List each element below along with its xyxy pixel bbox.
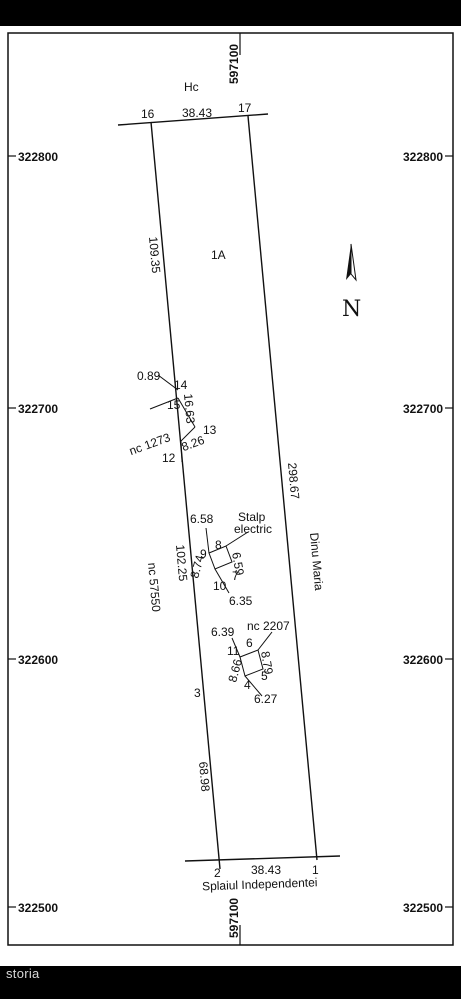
electric-pole-marker bbox=[205, 527, 249, 594]
north-arrow-letter: N bbox=[342, 297, 361, 322]
north-arrow-icon bbox=[346, 243, 357, 282]
electric-pole-label-line1: Stalp bbox=[238, 510, 266, 524]
point-8: 8 bbox=[215, 538, 222, 552]
point-7: 7 bbox=[232, 569, 239, 583]
electric-pole-label-line2: electric bbox=[234, 522, 272, 536]
neighbor-east-label: Dinu Maria bbox=[307, 532, 326, 591]
distance-pole-right: 6.59 bbox=[229, 551, 247, 577]
distance-bld-left: 8.66 bbox=[225, 657, 245, 683]
point-13: 13 bbox=[203, 423, 217, 437]
point-16: 16 bbox=[141, 107, 155, 121]
point-15: 15 bbox=[167, 398, 181, 412]
point-1: 1 bbox=[312, 863, 319, 877]
grid-y-label-right-0: 322800 bbox=[403, 150, 443, 164]
point-4: 4 bbox=[244, 678, 251, 692]
building-nc2207-label: nc 2207 bbox=[247, 619, 290, 633]
watermark-text: storia bbox=[6, 966, 40, 981]
grid-y-label-right-3: 322500 bbox=[403, 901, 443, 915]
building-nc2207-outline bbox=[231, 631, 273, 697]
grid-y-label-right-2: 322600 bbox=[403, 653, 443, 667]
point-11: 11 bbox=[227, 644, 240, 658]
distance-bld-right: 8.79 bbox=[258, 650, 276, 676]
bottom-bar bbox=[0, 973, 461, 999]
distance-15-13: 16.63 bbox=[181, 393, 198, 424]
distance-west-bottom: 68.98 bbox=[196, 761, 213, 792]
parcel-boundary bbox=[117, 113, 341, 870]
south-street-label: Splaiul Independentei bbox=[202, 875, 318, 893]
distance-east-side: 298.67 bbox=[285, 462, 302, 500]
distance-north-side: 38.43 bbox=[182, 106, 212, 120]
north-neighbor-label: Hc bbox=[184, 80, 199, 94]
grid-y-label-left-2: 322600 bbox=[18, 653, 58, 667]
point-6: 6 bbox=[246, 636, 253, 650]
point-14: 14 bbox=[174, 378, 188, 392]
point-10: 10 bbox=[213, 579, 227, 593]
plan-sheet bbox=[0, 26, 461, 966]
point-12: 12 bbox=[162, 451, 176, 465]
grid-x-label-top: 597100 bbox=[227, 44, 241, 84]
point-9: 9 bbox=[200, 547, 207, 561]
boundary-offset-12-15 bbox=[149, 374, 196, 463]
distance-bld-top: 6.39 bbox=[211, 625, 235, 639]
distance-pole-top: 6.58 bbox=[190, 512, 214, 526]
parcel-id-label: 1A bbox=[211, 248, 226, 262]
distance-south-side: 38.43 bbox=[251, 863, 281, 877]
point-3: 3 bbox=[194, 686, 201, 700]
grid-x-label-bottom: 597100 bbox=[227, 898, 241, 938]
grid-y-label-left-3: 322500 bbox=[18, 901, 58, 915]
grid-y-label-left-0: 322800 bbox=[18, 150, 58, 164]
distance-pole-bottom: 6.35 bbox=[229, 594, 253, 608]
distance-west-upper: 109.35 bbox=[146, 236, 163, 274]
point-2: 2 bbox=[214, 866, 221, 880]
plan-frame bbox=[7, 32, 454, 946]
grid-y-label-left-1: 322700 bbox=[18, 402, 58, 416]
distance-west-lower-mid: 102.25 bbox=[173, 544, 190, 582]
distance-bld-bottom: 6.27 bbox=[254, 692, 278, 706]
grid-ticks bbox=[8, 33, 453, 945]
point-5: 5 bbox=[261, 669, 268, 683]
distance-pole-left: 8.74 bbox=[187, 553, 207, 579]
grid-y-label-right-1: 322700 bbox=[403, 402, 443, 416]
neighbor-west-label: nc 57550 bbox=[145, 562, 163, 613]
point-17: 17 bbox=[238, 101, 252, 115]
distance-14-15: 0.89 bbox=[137, 369, 161, 383]
